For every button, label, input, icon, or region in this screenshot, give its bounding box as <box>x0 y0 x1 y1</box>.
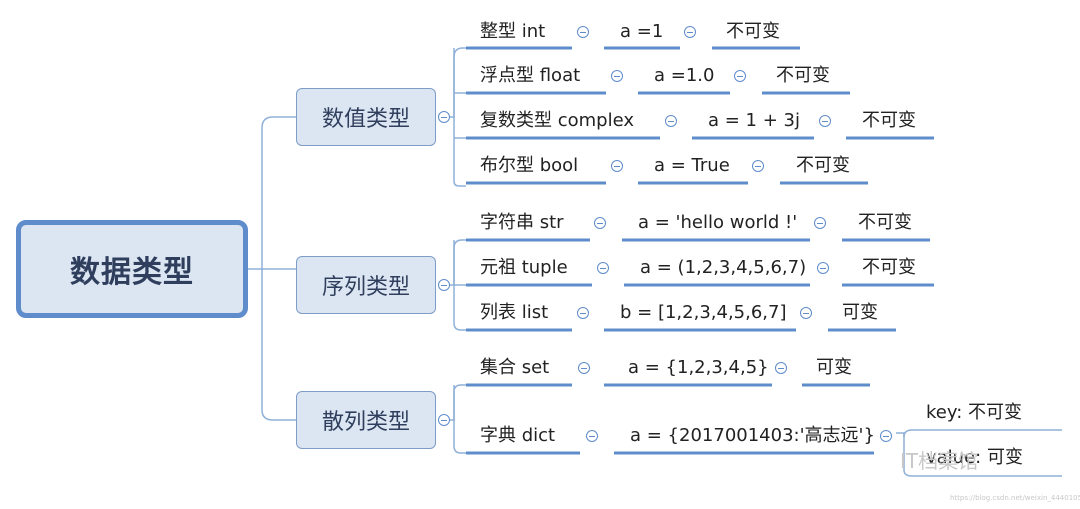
watermark-url: https://blog.csdn.net/weixin_44401053 <box>950 494 1080 502</box>
type-node[interactable]: 布尔型 bool <box>480 155 579 176</box>
collapse-icon[interactable] <box>817 262 829 274</box>
example-node[interactable]: a = True <box>654 155 730 176</box>
example-node[interactable]: a =1.0 <box>654 65 715 86</box>
type-node[interactable]: 列表 list <box>480 302 549 323</box>
collapse-icon[interactable] <box>577 26 589 38</box>
example-node[interactable]: a =1 <box>620 21 664 42</box>
example-node[interactable]: a = (1,2,3,4,5,6,7) <box>640 257 807 278</box>
collapse-icon[interactable] <box>586 430 598 442</box>
root-node[interactable]: 数据类型 <box>16 220 248 318</box>
example-node[interactable]: b = [1,2,3,4,5,6,7] <box>620 302 787 323</box>
example-node[interactable]: a = 'hello world !' <box>638 212 798 233</box>
collapse-icon[interactable] <box>684 26 696 38</box>
collapse-icon[interactable] <box>665 115 677 127</box>
mutability-node[interactable]: 不可变 <box>862 257 916 278</box>
collapse-icon[interactable] <box>611 160 623 172</box>
mutability-node[interactable]: 可变 <box>842 302 878 323</box>
type-node[interactable]: 元祖 tuple <box>480 257 568 278</box>
category-hash[interactable]: 散列类型 <box>296 391 436 449</box>
mutability-node[interactable]: 不可变 <box>862 110 916 131</box>
collapse-icon[interactable] <box>597 262 609 274</box>
mutability-node[interactable]: 不可变 <box>726 21 780 42</box>
type-node[interactable]: 字典 dict <box>480 425 556 446</box>
category-numeric[interactable]: 数值类型 <box>296 88 436 146</box>
collapse-icon[interactable] <box>775 362 787 374</box>
collapse-icon[interactable] <box>800 307 812 319</box>
example-node[interactable]: a = {1,2,3,4,5} <box>628 357 769 378</box>
mutability-node[interactable]: 不可变 <box>776 65 830 86</box>
watermark: IT档案馆 <box>900 449 979 473</box>
mutability-node[interactable]: 不可变 <box>858 212 912 233</box>
type-node[interactable]: 字符串 str <box>480 212 564 233</box>
category-sequence[interactable]: 序列类型 <box>296 256 436 314</box>
collapse-icon[interactable] <box>814 217 826 229</box>
type-node[interactable]: 复数类型 complex <box>480 110 635 131</box>
collapse-icon[interactable] <box>577 307 589 319</box>
example-node[interactable]: a = {2017001403:'高志远'} <box>630 425 875 446</box>
mutability-node[interactable]: 可变 <box>816 357 852 378</box>
collapse-icon[interactable] <box>752 160 764 172</box>
collapse-icon[interactable] <box>594 217 606 229</box>
collapse-icon[interactable] <box>438 279 450 291</box>
type-node[interactable]: 浮点型 float <box>480 65 581 86</box>
collapse-icon[interactable] <box>819 115 831 127</box>
collapse-icon[interactable] <box>880 430 892 442</box>
dict-key-node[interactable]: key: 不可变 <box>926 402 1022 423</box>
collapse-icon[interactable] <box>611 70 623 82</box>
mutability-node[interactable]: 不可变 <box>796 155 850 176</box>
type-node[interactable]: 集合 set <box>480 357 550 378</box>
collapse-icon[interactable] <box>578 362 590 374</box>
dict-value-node[interactable]: value: 可变 <box>926 447 1023 468</box>
collapse-icon[interactable] <box>438 414 450 426</box>
example-node[interactable]: a = 1 + 3j <box>708 110 800 131</box>
collapse-icon[interactable] <box>438 111 450 123</box>
collapse-icon[interactable] <box>734 70 746 82</box>
type-node[interactable]: 整型 int <box>480 21 546 42</box>
